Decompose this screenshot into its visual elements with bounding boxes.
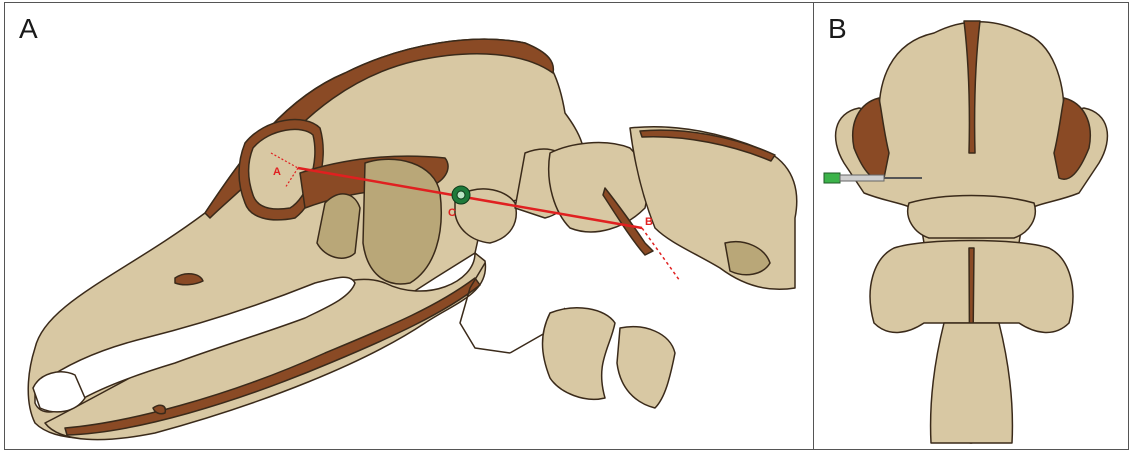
occipital-dorsal bbox=[908, 196, 1036, 239]
cricoid-cartilage bbox=[617, 327, 675, 408]
thyroid-cartilage bbox=[543, 308, 616, 400]
point-a-label: A bbox=[273, 166, 281, 178]
atlas bbox=[549, 143, 647, 232]
point-b-label: B bbox=[645, 216, 653, 228]
axis-dorsal bbox=[931, 323, 1013, 443]
point-c-label: C bbox=[448, 207, 456, 219]
skull-dorsal-illustration bbox=[814, 3, 1129, 450]
skull-lateral-illustration: A B C bbox=[5, 3, 814, 450]
needle-barrel bbox=[840, 175, 884, 181]
nasal-foramen bbox=[175, 274, 203, 285]
target-ring-inner bbox=[457, 191, 465, 199]
axis bbox=[630, 127, 797, 290]
panel-b: B bbox=[813, 2, 1129, 450]
panel-a: A bbox=[4, 2, 814, 450]
needle-hub bbox=[824, 173, 840, 183]
